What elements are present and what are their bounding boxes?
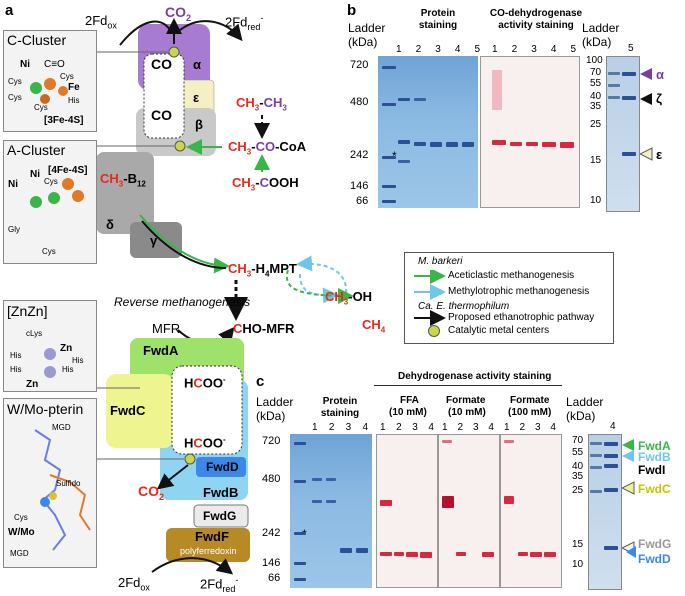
hcoo-bottom: HCOO- bbox=[184, 435, 226, 451]
ch3-oh: CH3-OH bbox=[325, 289, 373, 307]
b-markers bbox=[640, 68, 653, 161]
acetyl-coa: CH3-CO-CoA bbox=[228, 139, 307, 157]
panel-a-letter: a bbox=[5, 2, 14, 19]
legend-arrows bbox=[414, 270, 446, 326]
panel-c-letter: c bbox=[256, 373, 265, 390]
wmo-structure bbox=[34, 429, 91, 551]
c-ffa-gel bbox=[376, 434, 438, 588]
fwdf-subunit bbox=[166, 528, 250, 562]
a-cluster-label: A-Cluster bbox=[7, 142, 66, 158]
legend-item4: Catalytic metal centers bbox=[448, 325, 550, 336]
legend-item2: Methylotrophic methanogenesis bbox=[448, 286, 590, 297]
fd-ox-bottom: 2Fdox bbox=[118, 575, 150, 593]
delta-subunit bbox=[96, 152, 154, 234]
beta-label: β bbox=[195, 117, 203, 132]
wmo-center bbox=[184, 453, 196, 465]
formate-tunnel bbox=[171, 365, 243, 455]
legend-organism2: Ca. E. thermophilum bbox=[418, 301, 510, 312]
reverse-methanogenesis: Reverse methanogenesis bbox=[114, 295, 251, 309]
fd-red-top: 2Fd bbox=[225, 14, 248, 30]
wmo-label: W/Mo-pterin bbox=[7, 401, 84, 417]
fwdd-label: FwdD bbox=[206, 460, 239, 474]
znzn-label: [ZnZn] bbox=[7, 303, 48, 319]
ch3-b12: CH3-B12 bbox=[100, 171, 146, 189]
legend-organism1: M. barkeri bbox=[418, 256, 463, 267]
co2-bottom: CO2 bbox=[138, 483, 165, 502]
ch3-h4mpt: CH3-H4MPT bbox=[228, 261, 297, 279]
c-sds-gel bbox=[588, 434, 622, 590]
a-cluster-inset bbox=[3, 140, 97, 264]
fwdg-label: FwdG bbox=[203, 509, 237, 523]
a-cluster-center bbox=[174, 140, 186, 152]
panel-b-letter: b bbox=[347, 2, 357, 19]
ethane: CH3-CH3 bbox=[236, 95, 287, 113]
co2-top: CO bbox=[165, 4, 186, 20]
b-kda-label: (kDa) bbox=[348, 35, 378, 49]
alpha-label: α bbox=[193, 57, 201, 72]
acetate: CH3-COOH bbox=[232, 175, 299, 193]
fwdg-subunit bbox=[193, 504, 249, 528]
fwdf-label: FwdF bbox=[195, 529, 229, 544]
fwdd-subunit bbox=[196, 457, 246, 477]
legend-item3: Proposed ethanotrophic pathway bbox=[448, 312, 595, 323]
b-protein-gel bbox=[378, 56, 478, 208]
gamma-label: γ bbox=[150, 233, 158, 248]
fd-red-bottom: 2Fdred- bbox=[200, 575, 239, 594]
co-top-label: CO bbox=[151, 56, 172, 72]
legend-item1: Aceticlastic methanogenesis bbox=[448, 270, 575, 281]
hcoo-top: HCOO- bbox=[184, 375, 226, 391]
co-bottom-label: CO bbox=[151, 107, 172, 123]
co-tunnel bbox=[143, 53, 185, 139]
fwdc-label: FwdC bbox=[110, 403, 146, 418]
wmo-inset bbox=[3, 398, 97, 568]
fd-ox-top: 2Fd bbox=[85, 13, 108, 28]
polyferredoxin: polyferredoxin bbox=[180, 546, 237, 556]
c-protein-staining: Protein staining bbox=[320, 396, 360, 419]
delta-label: δ bbox=[106, 217, 114, 232]
legend-metal-icon bbox=[428, 325, 440, 337]
c-dh-staining: Dehydrogenase activity staining bbox=[398, 371, 552, 382]
c-formate100-gel bbox=[500, 434, 562, 588]
cho-mfr: CHO-MFR bbox=[233, 321, 295, 336]
epsilon-label: ε bbox=[193, 90, 200, 105]
fwdc-subunit bbox=[106, 374, 174, 448]
b-sds-gel bbox=[606, 56, 640, 212]
ch4: CH4 bbox=[362, 317, 386, 335]
fwdb-label: FwdB bbox=[203, 485, 239, 500]
c-markers bbox=[622, 439, 636, 558]
fwda-label: FwdA bbox=[143, 343, 179, 358]
mfr: MFR bbox=[152, 321, 181, 336]
c-formate10-gel bbox=[438, 434, 500, 588]
c-cluster-label: C-Cluster bbox=[7, 32, 67, 48]
b-protein-staining: Protein staining bbox=[418, 8, 458, 31]
b-codh-staining: CO-dehydrogenase activity staining bbox=[489, 8, 583, 31]
gamma-subunit bbox=[130, 222, 182, 258]
b-ladder-label: Ladder bbox=[348, 21, 386, 35]
c-cluster-center bbox=[168, 46, 180, 58]
